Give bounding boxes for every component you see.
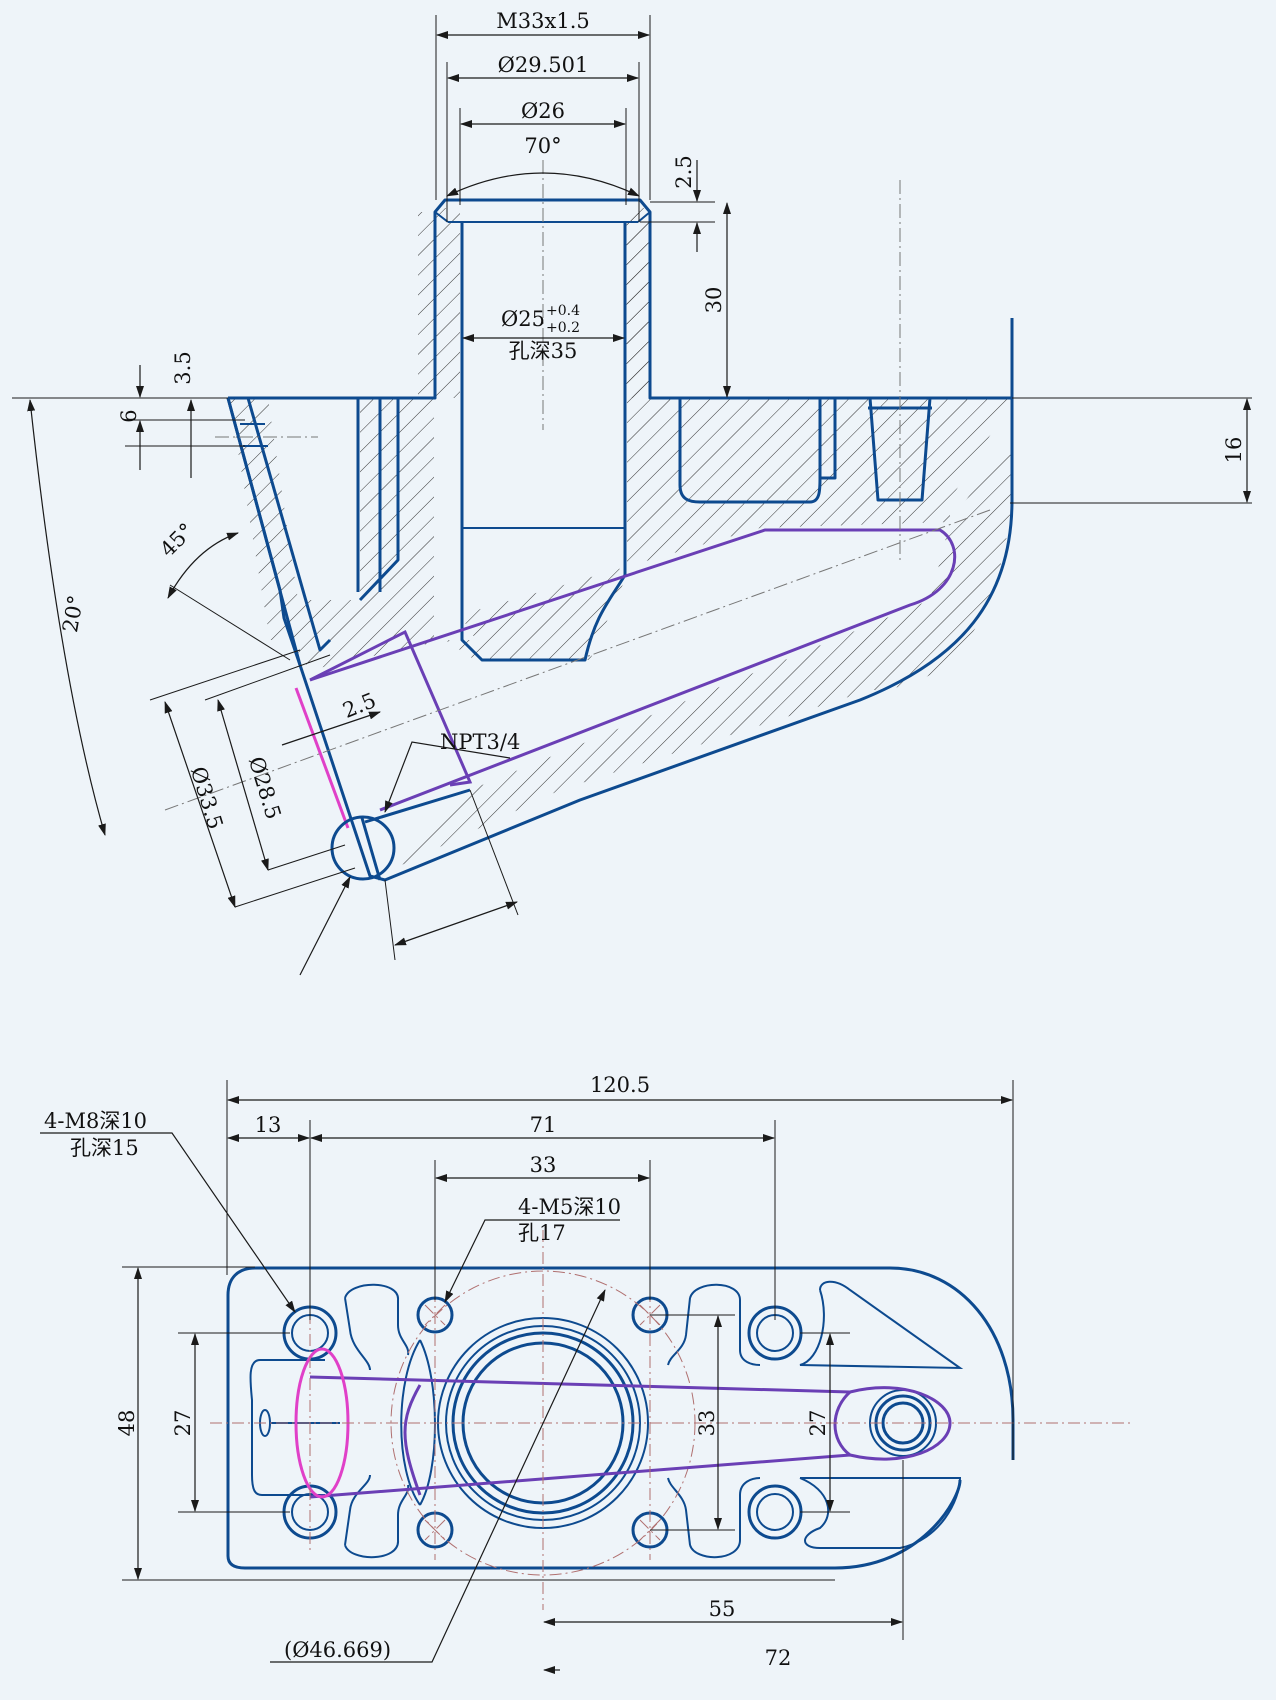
plan-tongue-bot (799, 1477, 962, 1549)
section-bore (460, 222, 627, 662)
dim-28-5-label: Ø28.5 (244, 754, 286, 822)
dim-55-label: 55 (709, 1597, 736, 1621)
ext-port-e (384, 879, 396, 961)
dimarc-45 (167, 532, 239, 599)
leader-npt (384, 741, 511, 813)
dim-pcd-label: (Ø46.669) (284, 1638, 391, 1662)
dim-33-5-label: Ø33.5 (186, 764, 228, 832)
section-hatch-wall-left (436, 208, 460, 398)
plan-outline (226, 1266, 1015, 1570)
dim-13-label: 13 (255, 1113, 282, 1137)
section-npt-circle (330, 815, 396, 881)
dim-bore-tol-upper: +0.4 (546, 303, 580, 319)
leader-npt-circle (299, 876, 351, 976)
dim-72-label: 72 (765, 1646, 792, 1670)
dim-overall-label: 120.5 (590, 1073, 650, 1097)
section-npt-thread (360, 788, 471, 881)
dimline-port-depth (394, 901, 518, 946)
dimline-2-5-port (281, 711, 381, 746)
dim-45-label: 45° (155, 518, 198, 561)
dim-26-label: Ø26 (521, 99, 565, 123)
dim-bore-tol-lower: +0.2 (546, 320, 580, 336)
ext-port-a (149, 649, 301, 701)
dim-29-label: Ø29.501 (498, 53, 589, 77)
ext-port-d (234, 867, 356, 908)
section-port-wall (226, 397, 332, 666)
dim-3-5-label: 3.5 (171, 351, 195, 384)
leader-m5 (444, 1219, 620, 1303)
section-thread-chamfer (434, 211, 651, 223)
section-counterbore-left (356, 396, 400, 602)
leader-pcd (270, 1289, 606, 1663)
plan-channel-arc-r (833, 1390, 852, 1457)
section-counterbore-mid (678, 398, 837, 504)
dim-bore-label: Ø25 (501, 307, 545, 331)
section-port-insert (309, 629, 473, 787)
section-port-centerline (164, 509, 991, 811)
plan-pocket-bot-left (344, 1474, 410, 1559)
dim-20-label: 20° (58, 593, 88, 634)
dim-33-right-label: 33 (695, 1410, 719, 1437)
dim-71-label: 71 (530, 1113, 557, 1137)
plan-inner-profile (249, 1359, 325, 1496)
ext-port-b (204, 654, 331, 701)
section-channel (309, 528, 957, 812)
m8-hole-bot-right (747, 1484, 803, 1540)
plan-pocket-bot-right (667, 1477, 761, 1559)
m5-hole-callout: 孔17 (518, 1221, 566, 1245)
m5-callout: 4-M5深10 (518, 1195, 621, 1219)
section-view: M33x1.5 Ø29.501 Ø26 70° 2.5 30 Ø25 +0.4 … (12, 9, 1252, 976)
leader-m8 (40, 1132, 296, 1313)
dim-33-top-label: 33 (530, 1153, 557, 1177)
plan-channel (309, 1375, 952, 1499)
dim-30-label: 30 (702, 287, 726, 314)
plan-view: 120.5 13 71 33 4-M8深10 孔深15 4-M5深10 孔17 … (40, 1073, 1130, 1674)
dimarc-20 (27, 399, 106, 836)
m8-callout: 4-M8深10 (44, 1109, 147, 1133)
section-port-face (294, 687, 350, 829)
dimline-33-5 (164, 701, 236, 908)
dim-16-label: 16 (1222, 437, 1246, 464)
dim-npt-label: NPT3/4 (440, 730, 520, 754)
ext-port-c (267, 844, 346, 871)
section-outline (226, 198, 1014, 882)
dim-chamfer-label: 2.5 (672, 155, 696, 188)
plan-pocket-top-right (667, 1283, 761, 1366)
dim-6-label: 6 (117, 409, 141, 422)
section-hatch-wall-right (625, 208, 650, 398)
dim-27-left-label: 27 (171, 1410, 195, 1437)
plan-tongue-top (799, 1280, 964, 1370)
dim-27-right-label: 27 (806, 1410, 830, 1437)
dim-port-2-5-label: 2.5 (339, 688, 379, 723)
section-hatch-lower (370, 440, 1012, 880)
dim-bore-depth: 孔深35 (509, 339, 578, 363)
dim-48-label: 48 (115, 1410, 139, 1437)
dim-70-label: 70° (524, 134, 561, 158)
ext-port-f (469, 789, 519, 916)
plan-pocket-top-left (344, 1283, 410, 1371)
section-hatch-body (229, 212, 1012, 670)
plan-channel-arc-l (403, 1384, 422, 1496)
dimarc-70 (446, 172, 640, 197)
dim-thread-label: M33x1.5 (496, 9, 589, 33)
m8-depth-callout: 孔深15 (70, 1136, 139, 1160)
